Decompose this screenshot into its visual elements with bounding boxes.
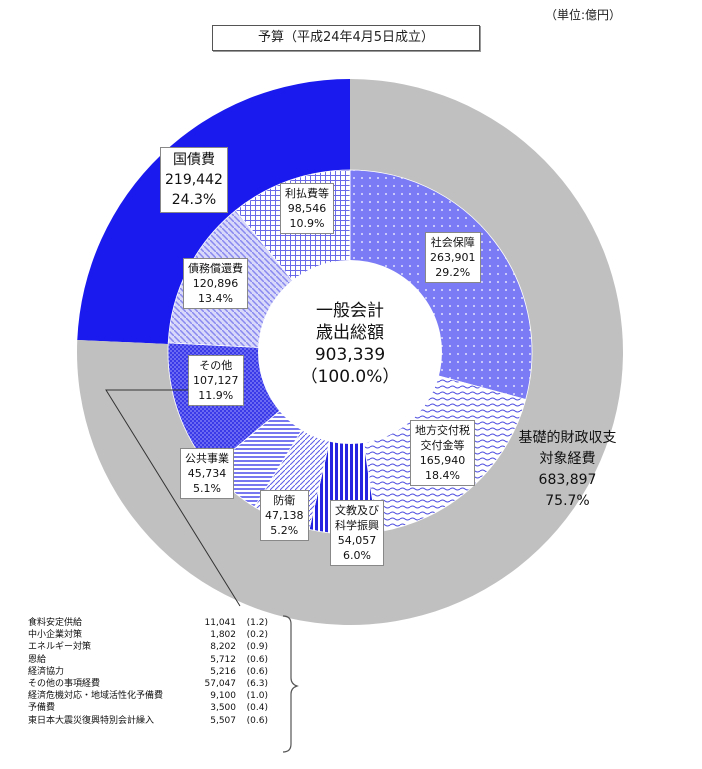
label-line: 科学振興 (335, 519, 379, 532)
total-value: 903,339 (314, 345, 386, 365)
breakdown-value: 5,216 (210, 666, 236, 677)
label-line: 263,901 (430, 251, 476, 264)
label-line: 10.9% (289, 217, 325, 230)
slice-label: 文教及び科学振興 54,057 6.0% (330, 500, 384, 566)
breakdown-pct: (0.2) (246, 630, 268, 641)
breakdown-pct: (0.9) (246, 642, 268, 653)
label-line: 文教及び (335, 504, 379, 517)
breakdown-row: 東日本大震災復興特別会計繰入 5,507 (0.6) (28, 715, 268, 727)
breakdown-row: エネルギー対策 8,202 (0.9) (28, 641, 268, 653)
label-line: 13.4% (198, 292, 233, 305)
breakdown-name: 東日本大震災復興特別会計繰入 (28, 715, 155, 726)
breakdown-row: 恩給 5,712 (0.6) (28, 654, 268, 666)
breakdown-pct: (1.2) (246, 618, 268, 628)
breakdown-row: 食料安定供給 11,041 (1.2) (28, 617, 268, 629)
label-line: 54,057 (337, 534, 377, 547)
breakdown-name: 予備費 (28, 703, 56, 714)
total-line-2: 歳出総額 (316, 323, 384, 343)
breakdown-value: 57,047 (204, 679, 237, 690)
label-line: 債務償還費 (188, 262, 243, 275)
label-line: 防衛 (273, 494, 296, 507)
label-value: 683,897 (538, 472, 597, 488)
breakdown-name: 食料安定供給 (28, 618, 83, 628)
chart-title-box: 予算（平成24年4月5日成立） (212, 25, 480, 51)
total-label: 一般会計 歳出総額 903,339 （100.0%） (280, 300, 420, 388)
total-pct: （100.0%） (300, 367, 400, 387)
label-pct: 24.3% (171, 192, 217, 208)
breakdown-name: エネルギー対策 (28, 642, 92, 653)
label-line: 45,734 (187, 467, 227, 480)
label-line: 社会保障 (430, 236, 475, 249)
slice-label: 公共事業 45,734 5.1% (180, 448, 234, 499)
label-line: 利払費等 (285, 187, 329, 200)
slice-label: 利払費等 98,546 10.9% (280, 183, 334, 234)
label-line: 165,940 (419, 454, 466, 467)
label-line: 6.0% (343, 549, 371, 562)
slice-label: その他 107,127 11.9% (188, 355, 244, 406)
breakdown-row: 経済協力 5,216 (0.6) (28, 666, 268, 678)
legend-bracket (282, 615, 299, 753)
label-line: 29.2% (435, 266, 471, 279)
label-line: 47,138 (265, 509, 304, 522)
label-value: 219,442 (165, 172, 223, 188)
breakdown-pct: (0.6) (246, 654, 268, 665)
label-line: 11.9% (198, 389, 234, 402)
breakdown-value: 5,507 (210, 715, 236, 726)
breakdown-value: 5,712 (210, 654, 236, 665)
breakdown-value: 9,100 (210, 691, 236, 702)
label-name-2: 対象経費 (539, 451, 596, 467)
breakdown-value: 3,500 (210, 703, 236, 714)
breakdown-row: 予備費 3,500 (0.4) (28, 702, 268, 714)
breakdown-pct: (0.6) (246, 715, 268, 726)
label-kokusaihi: 国債費 219,442 24.3% (160, 147, 228, 213)
breakdown-pct: (1.0) (246, 691, 268, 702)
slice-label: 防衛 47,138 5.2% (260, 490, 309, 541)
label-name-1: 基礎的財政収支 (518, 430, 617, 446)
breakdown-name: 経済危機対応・地域活性化予備費 (28, 691, 164, 702)
breakdown-name: 経済協力 (28, 666, 65, 677)
unit-label: （単位:億円） (545, 8, 622, 22)
breakdown-pct: (6.3) (246, 679, 268, 690)
total-line-1: 一般会計 (316, 301, 384, 321)
breakdown-row: 経済危機対応・地域活性化予備費 9,100 (1.0) (28, 690, 268, 702)
label-line: 120,896 (192, 277, 239, 290)
breakdown-value: 8,202 (210, 642, 236, 653)
slice-label: 社会保障 263,901 29.2% (425, 232, 481, 283)
label-line: 交付金等 (420, 439, 465, 452)
slice-label: 地方交付税交付金等 165,940 18.4% (410, 420, 475, 486)
breakdown-value: 1,802 (210, 630, 236, 641)
label-line: その他 (199, 359, 233, 372)
donut-hole (258, 260, 442, 444)
breakdown-name: その他の事項経費 (28, 679, 101, 690)
label-line: 18.4% (425, 469, 460, 482)
label-line: 5.2% (270, 524, 299, 537)
label-line: 公共事業 (185, 452, 229, 465)
label-pct: 75.7% (545, 493, 590, 509)
breakdown-row: 中小企業対策 1,802 (0.2) (28, 629, 268, 641)
breakdown-name: 恩給 (28, 654, 47, 665)
breakdown-pct: (0.6) (246, 666, 268, 677)
breakdown-row: その他の事項経費 57,047 (6.3) (28, 678, 268, 690)
label-basic-expenses: 基礎的財政収支 対象経費 683,897 75.7% (505, 428, 630, 512)
slice-label: 債務償還費 120,896 13.4% (183, 258, 248, 309)
breakdown-name: 中小企業対策 (28, 630, 83, 641)
breakdown-pct: (0.4) (246, 703, 268, 714)
label-line: 地方交付税 (415, 424, 470, 437)
label-name: 国債費 (172, 152, 215, 168)
breakdown-value: 11,041 (204, 618, 237, 628)
leader-line (105, 389, 241, 607)
label-line: 5.1% (193, 482, 221, 495)
label-line: 98,546 (287, 202, 327, 215)
label-line: 107,127 (193, 374, 239, 387)
